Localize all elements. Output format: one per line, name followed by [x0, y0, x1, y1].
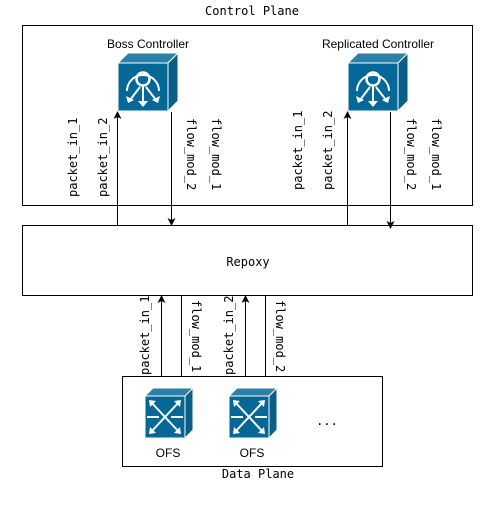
boss-packet-in-2-label: packet_in_2 [96, 118, 110, 197]
repoxy-box [22, 225, 473, 296]
ofs-1-label: OFS [156, 446, 181, 460]
ofs-1-icon [144, 387, 194, 439]
ofs-2-label: OFS [240, 446, 265, 460]
replica-packet-in-1-label: packet_in_1 [291, 111, 305, 190]
boss-packet-in-1-label: packet_in_1 [66, 118, 80, 197]
ofs1-packet-in-label: packet_in_1 [138, 296, 152, 375]
repoxy-label: Repoxy [226, 255, 269, 269]
boss-controller-label: Boss Controller [107, 37, 189, 51]
control-plane-title: Control Plane [205, 4, 299, 18]
boss-flow-mod-1-label: flow_mod_1 [209, 118, 223, 190]
ofs-2-icon [228, 387, 278, 439]
replica-flow-mod-2-label: flow_mod_2 [404, 118, 418, 190]
boss-flow-mod-2-label: flow_mod_2 [184, 118, 198, 190]
data-plane-title: Data Plane [222, 467, 294, 481]
ofs1-flow-mod-label: flow_mod_1 [189, 300, 203, 372]
more-switches-ellipsis: ... [316, 414, 338, 428]
ofs2-packet-in-label: packet_in_2 [222, 296, 236, 375]
boss-controller-icon [116, 51, 180, 113]
replicated-controller-label: Replicated Controller [322, 37, 434, 51]
ofs2-flow-mod-label: flow_mod_2 [273, 300, 287, 372]
replica-flow-mod-1-label: flow_mod_1 [429, 118, 443, 190]
replica-packet-in-2-label: packet_in_2 [321, 111, 335, 190]
replicated-controller-icon [346, 51, 410, 113]
